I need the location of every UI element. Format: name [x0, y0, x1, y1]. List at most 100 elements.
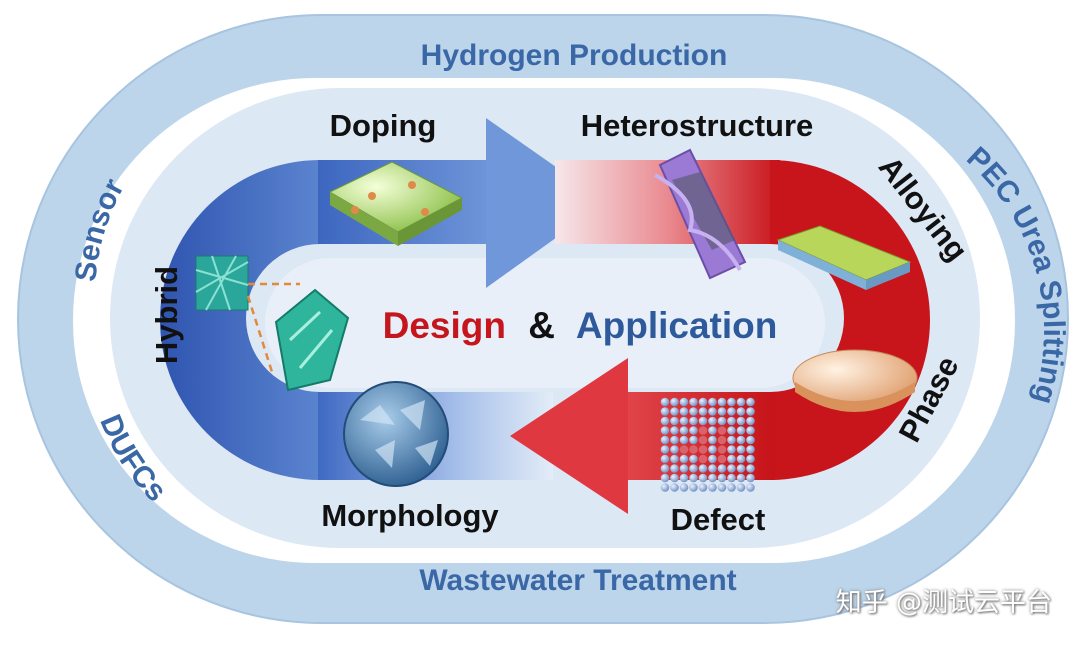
defect-lattice-atom	[746, 416, 755, 426]
defect-lattice-atom	[708, 426, 717, 435]
heterostructure-image	[654, 148, 747, 280]
defect-lattice-atom	[670, 407, 679, 416]
defect-lattice-atom	[689, 473, 698, 483]
ring-label-top: Hydrogen Production	[421, 39, 728, 72]
defect-lattice-atom	[660, 397, 670, 407]
defect-lattice-atom	[679, 483, 689, 492]
defect-lattice-atom	[689, 454, 698, 464]
defect-lattice-atom	[727, 483, 736, 492]
defect-lattice-atom	[746, 426, 755, 435]
defect-lattice-atom	[736, 416, 746, 426]
defect-lattice-atom	[679, 397, 689, 407]
defect-lattice-atom	[670, 416, 679, 426]
center-title-amp: &	[528, 305, 555, 346]
defect-lattice-atom	[708, 464, 717, 473]
defect-lattice-atom	[746, 445, 755, 454]
doping-crystal-image	[328, 161, 464, 246]
center-title-design: Design	[383, 305, 506, 346]
defect-lattice-atom	[670, 445, 679, 454]
defect-lattice-atom	[736, 397, 746, 407]
defect-lattice-atom	[679, 416, 689, 426]
defect-lattice-atom	[660, 426, 670, 435]
defect-lattice-atom	[660, 416, 670, 426]
defect-lattice-atom	[736, 454, 746, 464]
defect-lattice-atom	[717, 397, 727, 407]
defect-lattice-atom	[708, 454, 717, 464]
defect-lattice-atom	[708, 407, 717, 416]
defect-lattice-atom	[679, 454, 689, 464]
defect-lattice-atom	[727, 397, 736, 407]
defect-lattice-atom	[746, 483, 755, 492]
defect-lattice-atom	[746, 397, 755, 407]
defect-lattice-atom	[698, 454, 708, 464]
defect-lattice-atom	[698, 407, 708, 416]
defect-lattice-atom	[689, 483, 698, 492]
defect-lattice-atom	[717, 445, 727, 454]
defect-lattice-atom	[689, 426, 698, 435]
watermark: 知乎 @测试云平台	[835, 588, 1052, 618]
label-hybrid: Hybrid	[149, 266, 184, 364]
label-doping: Doping	[330, 108, 437, 143]
defect-lattice-atom	[727, 454, 736, 464]
defect-lattice-atom	[736, 435, 746, 445]
defect-lattice-atom	[717, 435, 727, 445]
phase-slab-image	[792, 349, 918, 412]
center-title: Design & Application	[383, 305, 778, 346]
label-heterostructure: Heterostructure	[581, 108, 814, 143]
defect-lattice-atom	[736, 445, 746, 454]
defect-lattice-atom	[717, 473, 727, 483]
alloying-slab-image	[776, 225, 912, 290]
defect-lattice-atom	[679, 426, 689, 435]
morphology-sphere-image	[343, 381, 449, 487]
defect-lattice-atom	[727, 435, 736, 445]
defect-lattice-atom	[727, 473, 736, 483]
defect-lattice-atom	[660, 464, 670, 473]
defect-lattice-atom	[717, 426, 727, 435]
defect-lattice-atom	[736, 483, 746, 492]
center-title-application: Application	[576, 305, 777, 346]
defect-lattice-atom	[746, 407, 755, 416]
defect-lattice-atom	[660, 407, 670, 416]
ring-label-bottom: Wastewater Treatment	[419, 564, 736, 597]
defect-lattice-atom	[708, 397, 717, 407]
defect-lattice-atom	[689, 397, 698, 407]
defect-lattice-atom	[660, 454, 670, 464]
defect-lattice-image	[660, 397, 755, 492]
defect-lattice-atom	[670, 473, 679, 483]
defect-lattice-atom	[660, 435, 670, 445]
defect-lattice-atom	[727, 445, 736, 454]
defect-lattice-atom	[736, 407, 746, 416]
defect-lattice-atom	[679, 473, 689, 483]
defect-lattice-atom	[708, 435, 717, 445]
defect-lattice-atom	[670, 464, 679, 473]
defect-lattice-atom	[698, 435, 708, 445]
defect-lattice-atom	[698, 397, 708, 407]
defect-lattice-atom	[746, 454, 755, 464]
defect-lattice-atom	[727, 407, 736, 416]
defect-lattice-atom	[727, 464, 736, 473]
defect-lattice-atom	[689, 416, 698, 426]
defect-lattice-atom	[670, 454, 679, 464]
defect-lattice-atom	[717, 407, 727, 416]
defect-lattice-atom	[679, 407, 689, 416]
label-morphology: Morphology	[321, 498, 499, 533]
defect-lattice-atom	[736, 426, 746, 435]
defect-lattice-atom	[736, 473, 746, 483]
defect-lattice-atom	[698, 426, 708, 435]
defect-lattice-atom	[698, 416, 708, 426]
defect-lattice-atom	[746, 464, 755, 473]
defect-lattice-atom	[660, 473, 670, 483]
defect-lattice-atom	[670, 426, 679, 435]
label-defect: Defect	[671, 502, 766, 537]
defect-lattice-atom	[689, 435, 698, 445]
defect-lattice-atom	[689, 407, 698, 416]
defect-lattice-atom	[717, 454, 727, 464]
defect-lattice-atom	[727, 426, 736, 435]
defect-lattice-atom	[746, 435, 755, 445]
defect-lattice-atom	[708, 473, 717, 483]
defect-lattice-atom	[708, 416, 717, 426]
defect-lattice-atom	[698, 464, 708, 473]
defect-lattice-atom	[717, 483, 727, 492]
defect-lattice-atom	[679, 464, 689, 473]
